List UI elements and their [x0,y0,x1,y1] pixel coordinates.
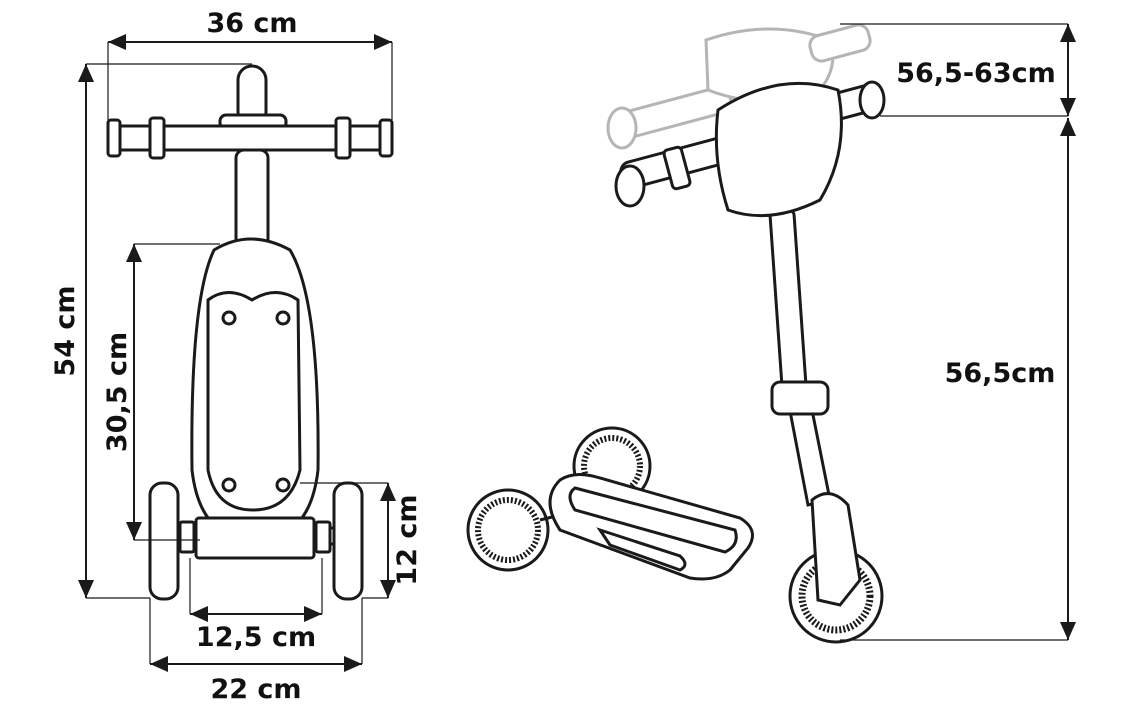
side-view-scooter [466,23,886,644]
min-height-label: 56,5cm [945,358,1056,389]
inner-wheel-gap-label: 12,5 cm [196,622,316,653]
wheel-diameter-label: 12 cm [392,494,423,585]
height-adjust-range-label: 56,5-63cm [896,58,1056,89]
handlebar-width-label: 36 cm [206,8,297,39]
rear-track-width-label: 22 cm [210,674,301,705]
deck-length-label: 30,5 cm [102,332,133,452]
total-length-label: 54 cm [50,285,81,376]
top-view-scooter [106,64,394,601]
